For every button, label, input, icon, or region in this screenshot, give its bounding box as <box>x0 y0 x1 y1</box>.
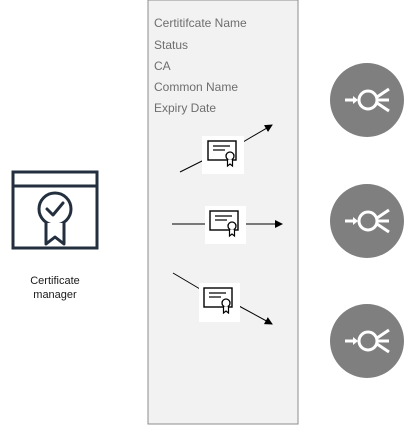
certificate-flow-3 <box>172 272 273 325</box>
field-status: Status <box>154 38 189 52</box>
field-certificate-name: Certitifcate Name <box>154 16 247 30</box>
certificate-flow-1 <box>179 124 273 174</box>
certificate-flow-2 <box>172 206 283 244</box>
field-common-name: Common Name <box>154 80 239 94</box>
load-balancer-icon <box>328 182 404 260</box>
field-ca: CA <box>154 59 171 73</box>
certificate-manager-label-line1: Certificate <box>30 275 80 287</box>
certificate-manager-icon <box>11 170 99 250</box>
certificate-manager-label-line2: manager <box>33 289 77 301</box>
load-balancer-icon <box>328 61 404 139</box>
field-expiry-date: Expiry Date <box>154 101 217 115</box>
load-balancer-icon <box>328 302 404 380</box>
